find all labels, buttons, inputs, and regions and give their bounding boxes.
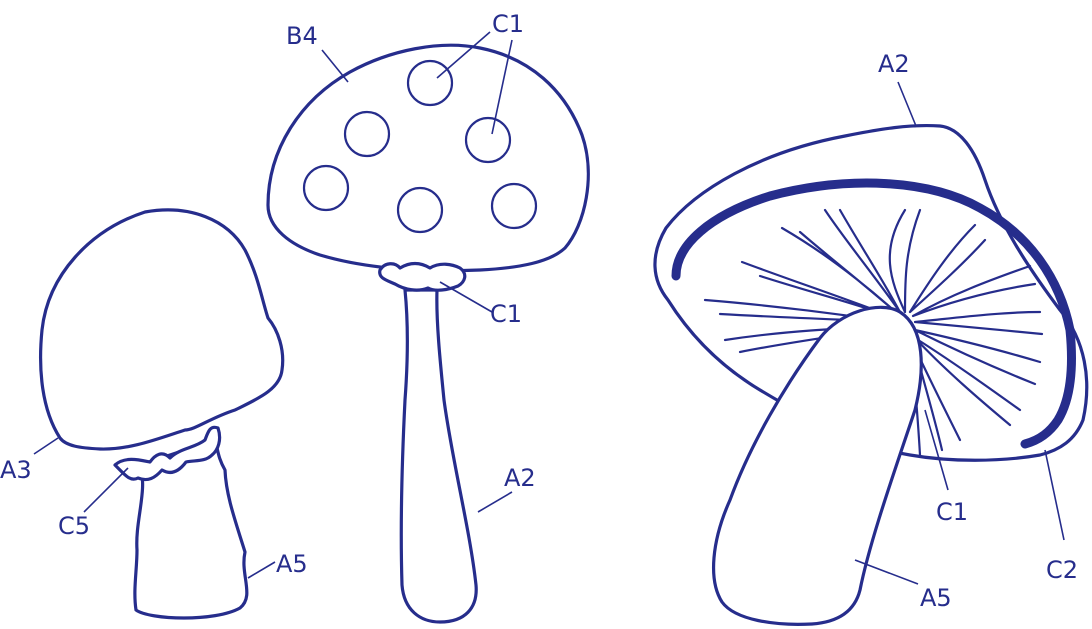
label-a2-right: A2 bbox=[878, 50, 910, 78]
leader-a3 bbox=[34, 438, 58, 454]
label-a3: A3 bbox=[0, 456, 32, 484]
left-mushroom-cap bbox=[41, 210, 283, 449]
middle-mushroom bbox=[268, 45, 588, 622]
label-a2-stalk: A2 bbox=[504, 464, 536, 492]
leader-c2 bbox=[1045, 450, 1064, 540]
leader-a2-stalk bbox=[478, 492, 512, 512]
leader-a5-left bbox=[248, 562, 275, 578]
leader-c1-stalk bbox=[440, 282, 492, 312]
leader-b4 bbox=[322, 50, 348, 82]
label-a5-left: A5 bbox=[276, 550, 308, 578]
label-a5-right: A5 bbox=[920, 584, 952, 612]
label-c1-gills: C1 bbox=[936, 498, 968, 526]
right-mushroom bbox=[655, 126, 1087, 625]
middle-mushroom-stalk bbox=[401, 290, 476, 622]
middle-mushroom-cap bbox=[268, 45, 588, 270]
label-c1-top: C1 bbox=[492, 10, 524, 38]
left-mushroom bbox=[41, 210, 283, 618]
label-c1-stalk: C1 bbox=[490, 300, 522, 328]
label-b4: B4 bbox=[286, 22, 318, 50]
leader-c5 bbox=[84, 468, 128, 512]
leader-a2-right bbox=[898, 82, 916, 126]
label-c5: C5 bbox=[58, 512, 90, 540]
label-c2: C2 bbox=[1046, 556, 1078, 584]
middle-mushroom-ring bbox=[380, 264, 465, 291]
